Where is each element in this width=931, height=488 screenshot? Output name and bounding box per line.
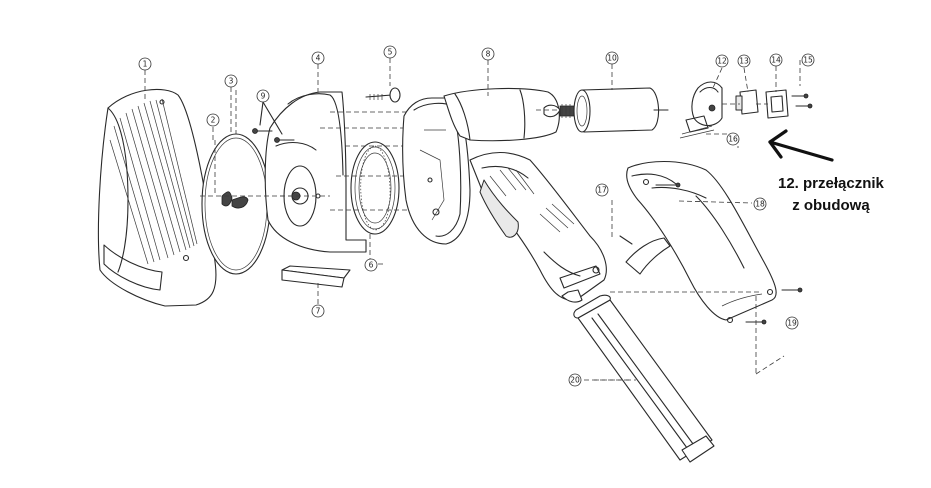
part-20-battery-pack (573, 294, 715, 463)
part-5-screw (365, 58, 401, 103)
svg-text:7: 7 (316, 307, 321, 316)
annotation-line-2: z obudową (792, 197, 870, 214)
svg-text:18: 18 (755, 200, 765, 209)
svg-text:9: 9 (261, 92, 266, 101)
callout-leaders (144, 60, 777, 381)
callout-7: 7 (311, 304, 325, 318)
part-18-handle-cover (626, 160, 777, 324)
svg-text:5: 5 (388, 48, 393, 57)
callout-20: 20 (568, 373, 582, 387)
svg-text:1: 1 (143, 60, 148, 69)
part-7-block (281, 265, 351, 306)
callout-9: 9 (256, 89, 270, 103)
callout-2: 2 (206, 113, 220, 127)
svg-text:17: 17 (597, 186, 607, 195)
callout-3: 3 (224, 74, 238, 88)
callout-12: 12 (715, 54, 729, 68)
part-10-motor (536, 87, 669, 133)
callout-1: 1 (138, 57, 152, 71)
svg-text:16: 16 (728, 135, 738, 144)
callout-13: 13 (737, 54, 751, 68)
callout-10: 10 (605, 51, 619, 65)
switch-annotation-label: 12. przełącznik z obudową (778, 173, 884, 217)
svg-text:19: 19 (787, 319, 797, 328)
callout-18: 18 (753, 197, 767, 211)
svg-text:2: 2 (211, 116, 216, 125)
svg-text:15: 15 (803, 56, 813, 65)
part-8-main-body (402, 87, 607, 303)
svg-text:12: 12 (717, 57, 727, 66)
svg-text:6: 6 (369, 261, 374, 270)
part-6-gear-ring (350, 141, 400, 265)
svg-text:20: 20 (570, 376, 580, 385)
part-19-screws (610, 182, 803, 375)
annotation-arrow (768, 129, 834, 162)
callout-14: 14 (769, 53, 783, 67)
part-4-scroll-housing (264, 91, 367, 253)
callout-5: 5 (383, 45, 397, 59)
svg-text:13: 13 (739, 57, 749, 66)
svg-text:3: 3 (229, 77, 234, 86)
callout-16: 16 (726, 132, 740, 146)
callout-8: 8 (481, 47, 495, 61)
part-13-switch-body (735, 89, 759, 115)
callout-17: 17 (595, 183, 609, 197)
svg-text:4: 4 (316, 54, 321, 63)
callout-6: 6 (364, 258, 378, 272)
part-9-screws (252, 101, 295, 143)
part-17-trigger (611, 200, 671, 275)
callout-19: 19 (785, 316, 799, 330)
part-15-screws (791, 60, 813, 109)
svg-text:8: 8 (486, 50, 491, 59)
annotation-line-1: 12. przełącznik (778, 175, 884, 192)
part-3-fan-disc (201, 90, 271, 275)
svg-text:14: 14 (771, 56, 781, 65)
callout-15: 15 (801, 53, 815, 67)
svg-text:10: 10 (607, 54, 617, 63)
part-12-switch-with-housing (679, 81, 723, 139)
part-1-housing-cover (97, 88, 217, 307)
part-14-switch-frame (765, 89, 789, 119)
callout-4: 4 (311, 51, 325, 65)
